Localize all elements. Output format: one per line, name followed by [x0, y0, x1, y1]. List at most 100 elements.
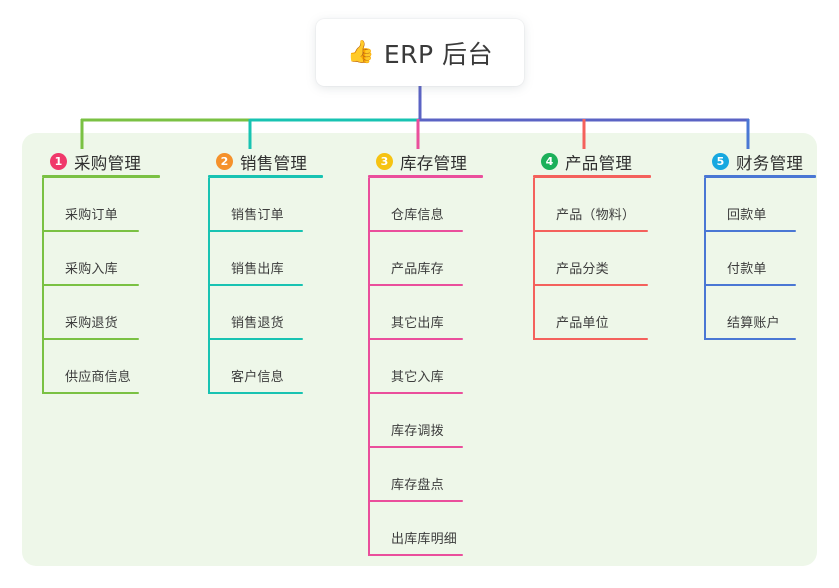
item-rule [208, 284, 303, 286]
page-title: ERP 后台 [383, 39, 494, 69]
item-spine [704, 232, 706, 286]
item-rule [208, 392, 303, 394]
branch-title-3: 库存管理 [400, 153, 468, 173]
branches-panel [22, 133, 817, 566]
item-rule [704, 284, 796, 286]
item-rule [368, 338, 463, 340]
list-item-label: 销售订单 [231, 208, 284, 223]
branch-header-1[interactable]: 1 采购管理 [32, 145, 160, 178]
branch-rule-4 [533, 175, 651, 178]
list-item[interactable]: 产品库存 [358, 232, 467, 286]
list-item-label: 供应商信息 [65, 370, 132, 385]
list-item[interactable]: 产品（物料） [523, 178, 648, 232]
root-node[interactable]: 👍 ERP 后台 [316, 19, 524, 86]
list-item[interactable]: 仓库信息 [358, 178, 467, 232]
branch-items-3: 仓库信息 产品库存 其它出库 其它入库 库存调拨 [358, 178, 467, 556]
list-item[interactable]: 销售退货 [198, 286, 307, 340]
item-rule [42, 392, 139, 394]
list-item[interactable]: 客户信息 [198, 340, 307, 394]
list-item-label: 客户信息 [231, 370, 284, 385]
branch-column-4: 4 产品管理 产品（物料） 产品分类 产品单位 [523, 145, 651, 340]
list-item[interactable]: 付款单 [694, 232, 803, 286]
branch-title-2: 销售管理 [240, 153, 308, 173]
list-item[interactable]: 产品单位 [523, 286, 648, 340]
list-item[interactable]: 供应商信息 [32, 340, 141, 394]
branch-badge-5: 5 [712, 153, 729, 170]
list-item[interactable]: 出库库明细 [358, 502, 467, 556]
list-item-label: 采购订单 [65, 208, 118, 223]
list-item[interactable]: 结算账户 [694, 286, 803, 340]
branch-column-5: 5 财务管理 回款单 付款单 结算账户 [694, 145, 816, 340]
list-item-label: 出库库明细 [391, 532, 458, 547]
branch-badge-3: 3 [376, 153, 393, 170]
root-title-row: 👍 ERP 后台 [347, 35, 493, 71]
item-spine [533, 286, 535, 340]
branch-badge-2: 2 [216, 153, 233, 170]
item-spine [42, 286, 44, 340]
branch-rule-3 [368, 175, 483, 178]
item-spine [704, 286, 706, 340]
item-spine [208, 286, 210, 340]
item-spine [533, 178, 535, 232]
item-rule [368, 554, 463, 556]
list-item-label: 其它入库 [391, 370, 444, 385]
list-item[interactable]: 采购订单 [32, 178, 141, 232]
list-item[interactable]: 库存盘点 [358, 448, 467, 502]
item-rule [533, 338, 648, 340]
branch-badge-4: 4 [541, 153, 558, 170]
item-spine [208, 178, 210, 232]
thumbs-up-icon: 👍 [346, 39, 375, 65]
branch-items-5: 回款单 付款单 结算账户 [694, 178, 803, 340]
item-spine [42, 178, 44, 232]
item-spine [42, 340, 44, 394]
branch-header-3[interactable]: 3 库存管理 [358, 145, 483, 178]
list-item-label: 付款单 [727, 262, 767, 277]
list-item[interactable]: 采购入库 [32, 232, 141, 286]
branch-rule-2 [208, 175, 323, 178]
item-rule [533, 230, 648, 232]
list-item[interactable]: 销售订单 [198, 178, 307, 232]
list-item[interactable]: 库存调拨 [358, 394, 467, 448]
branch-header-5[interactable]: 5 财务管理 [694, 145, 816, 178]
list-item[interactable]: 回款单 [694, 178, 803, 232]
branch-header-4[interactable]: 4 产品管理 [523, 145, 651, 178]
branch-header-2[interactable]: 2 销售管理 [198, 145, 323, 178]
branch-title-4: 产品管理 [565, 153, 633, 173]
branch-column-3: 3 库存管理 仓库信息 产品库存 其它出库 其它入库 [358, 145, 483, 556]
branch-items-4: 产品（物料） 产品分类 产品单位 [523, 178, 648, 340]
item-spine [208, 232, 210, 286]
list-item[interactable]: 销售出库 [198, 232, 307, 286]
list-item-label: 库存盘点 [391, 478, 444, 493]
branch-badge-1: 1 [50, 153, 67, 170]
item-rule [42, 284, 139, 286]
list-item-label: 产品库存 [391, 262, 444, 277]
item-rule [208, 338, 303, 340]
list-item[interactable]: 其它入库 [358, 340, 467, 394]
list-item[interactable]: 采购退货 [32, 286, 141, 340]
list-item-label: 仓库信息 [391, 208, 444, 223]
item-rule [368, 230, 463, 232]
item-rule [42, 230, 139, 232]
list-item-label: 销售出库 [231, 262, 284, 277]
branch-column-2: 2 销售管理 销售订单 销售出库 销售退货 客户信息 [198, 145, 323, 394]
item-spine [368, 286, 370, 340]
item-rule [368, 500, 463, 502]
list-item-label: 产品分类 [556, 262, 609, 277]
list-item-label: 产品单位 [556, 316, 609, 331]
list-item[interactable]: 产品分类 [523, 232, 648, 286]
item-spine [368, 502, 370, 556]
item-rule [42, 338, 139, 340]
item-rule [368, 392, 463, 394]
list-item-label: 产品（物料） [556, 208, 636, 223]
branch-column-1: 1 采购管理 采购订单 采购入库 采购退货 供应商信息 [32, 145, 160, 394]
item-spine [533, 232, 535, 286]
item-spine [368, 448, 370, 502]
list-item[interactable]: 其它出库 [358, 286, 467, 340]
branch-items-1: 采购订单 采购入库 采购退货 供应商信息 [32, 178, 141, 394]
item-rule [704, 230, 796, 232]
branch-rule-5 [704, 175, 816, 178]
item-rule [368, 446, 463, 448]
item-rule [533, 284, 648, 286]
item-spine [42, 232, 44, 286]
